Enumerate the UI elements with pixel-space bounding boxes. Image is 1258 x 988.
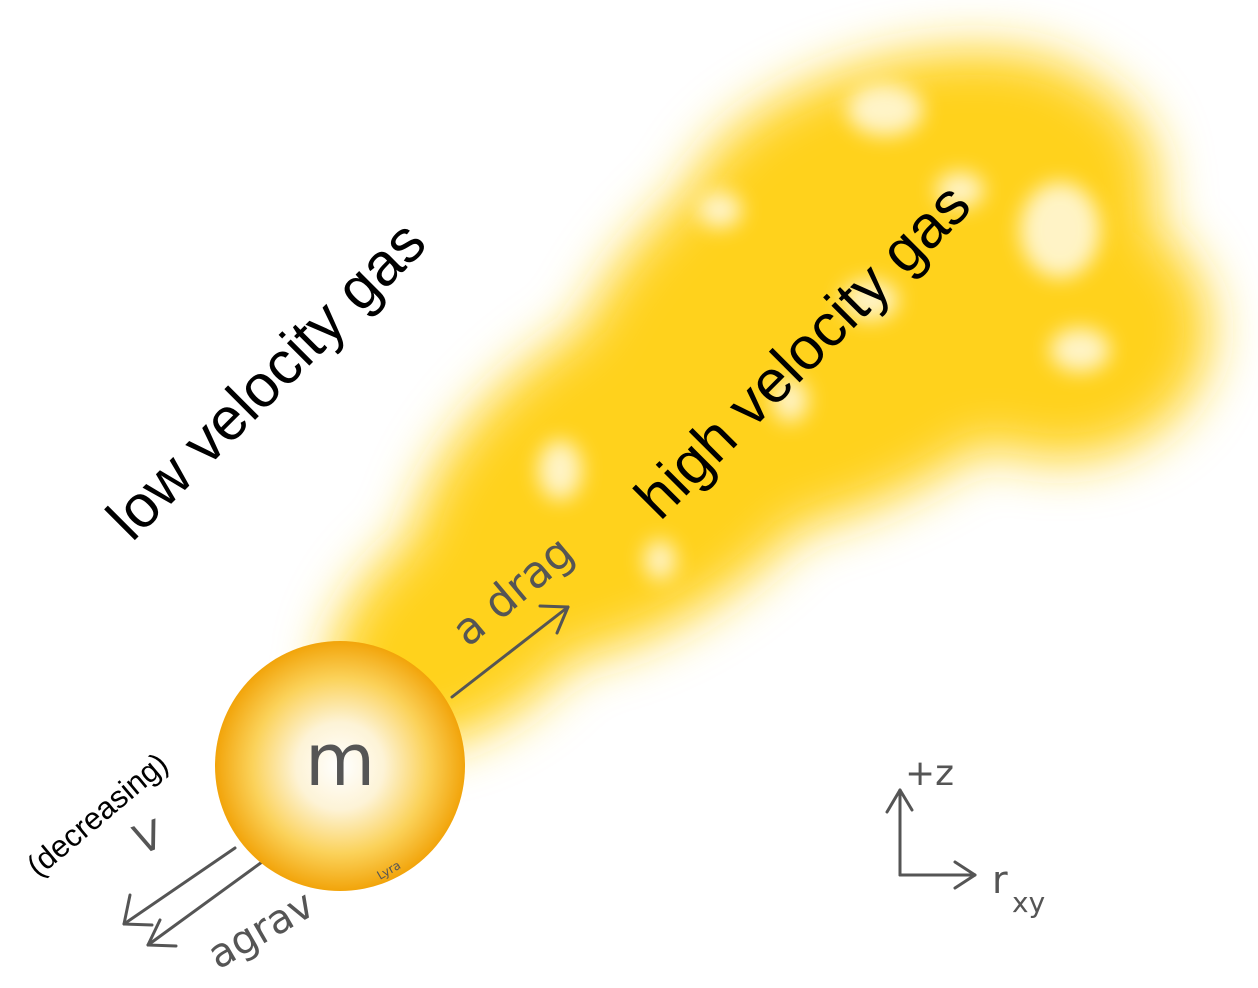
- velocity-arrow-icon: [122, 846, 237, 927]
- gravity-arrow-icon: [146, 860, 264, 948]
- axis-z-label: +z: [905, 753, 954, 794]
- drag-arrow-icon: [450, 604, 570, 699]
- velocity-label: V: [128, 812, 170, 865]
- axes-icon: [885, 788, 977, 890]
- mass-label: m: [305, 718, 375, 802]
- mass-sphere: [215, 641, 465, 891]
- gravity-label: agrav: [200, 882, 322, 979]
- low-velocity-gas-label: low velocity gas: [94, 208, 438, 552]
- axis-r-subscript: xy: [1012, 886, 1045, 919]
- axis-r-label: r: [992, 858, 1008, 902]
